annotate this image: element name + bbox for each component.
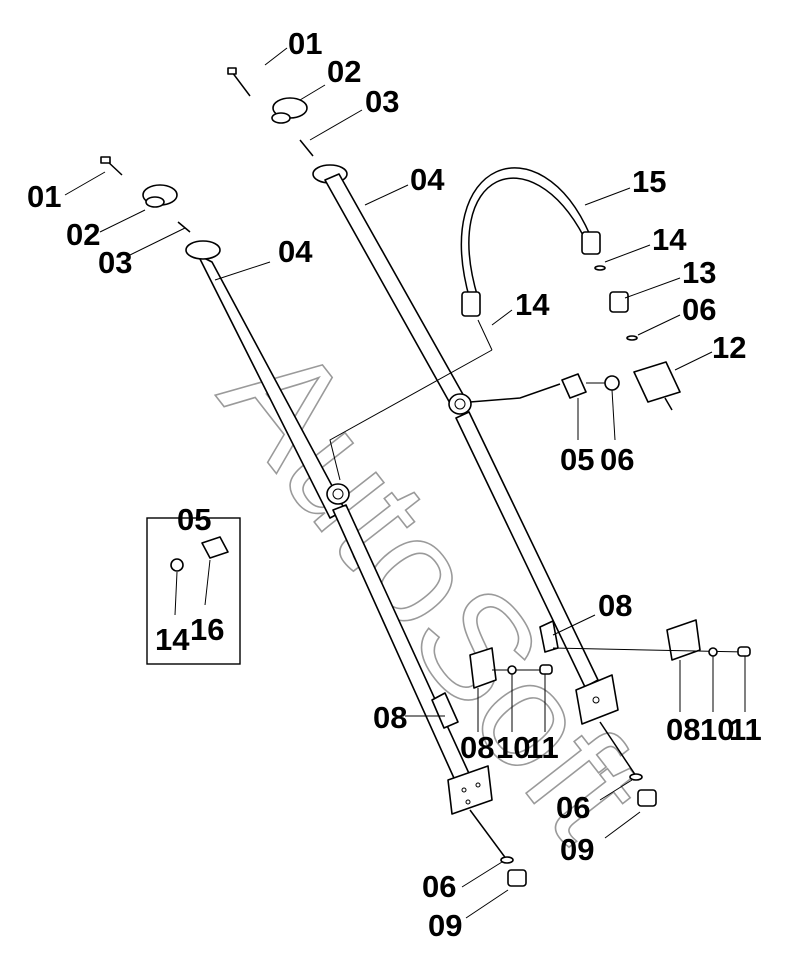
block-middle (575, 674, 619, 725)
label-04-left: 04 (278, 234, 313, 269)
label-04-middle: 04 (410, 162, 445, 197)
label-09-middle-bottom: 09 (560, 832, 594, 867)
bolt-part-left (100, 156, 123, 176)
label-08-lower: 08 (460, 730, 494, 765)
inset-frame (146, 517, 241, 665)
label-03-left: 03 (98, 245, 132, 280)
label-06-right: 06 (682, 292, 716, 327)
label-06-left-bottom: 06 (422, 869, 456, 904)
label-01-left: 01 (27, 179, 61, 214)
inset-connector (201, 536, 229, 559)
hose-assembly (329, 167, 681, 481)
label-08-left: 08 (373, 700, 407, 735)
label-11-lower: 11 (526, 730, 559, 765)
label-14-hose: 14 (515, 287, 550, 322)
label-13: 13 (682, 255, 716, 290)
label-01-middle: 01 (288, 26, 322, 61)
label-10-right: 10 (700, 712, 734, 747)
label-08-right: 08 (666, 712, 700, 747)
label-03-middle: 03 (365, 84, 399, 119)
plug-left (507, 869, 527, 887)
hose-end-left (461, 291, 481, 317)
label-15: 15 (632, 164, 666, 199)
label-11-right: 11 (729, 712, 762, 747)
bracket-hardware-left (469, 647, 553, 689)
tee-connector-middle (448, 393, 472, 415)
connector-05 (561, 373, 587, 399)
label-08-upper: 08 (598, 588, 632, 623)
adapter-part (609, 291, 629, 313)
valve-part (633, 361, 681, 403)
middle-pipe-assembly (227, 67, 657, 807)
bracket-hardware-right (552, 619, 751, 661)
label-14-inset: 14 (155, 622, 190, 657)
label-10-lower: 10 (496, 730, 530, 765)
plug-middle (637, 789, 657, 807)
label-09-left-bottom: 09 (428, 908, 462, 943)
label-05-inset: 05 (177, 502, 211, 537)
label-12: 12 (712, 330, 746, 365)
detail-inset (146, 517, 241, 665)
inset-oring (170, 558, 184, 572)
label-06-main: 06 (600, 442, 634, 477)
hose-end-right (581, 231, 601, 255)
oring-06 (604, 375, 620, 391)
label-02-middle: 02 (327, 54, 361, 89)
leader-lines (64, 47, 746, 919)
label-16-inset: 16 (190, 612, 224, 647)
label-14-right: 14 (652, 222, 687, 257)
label-02-left: 02 (66, 217, 100, 252)
block-left (447, 765, 493, 815)
tee-connector-left (326, 483, 350, 505)
part-labels: 01 02 03 04 01 02 03 04 15 14 13 06 12 1… (27, 26, 762, 943)
bracket-left (431, 692, 459, 729)
label-06-middle-bottom: 06 (556, 790, 590, 825)
label-05-main: 05 (560, 442, 594, 477)
